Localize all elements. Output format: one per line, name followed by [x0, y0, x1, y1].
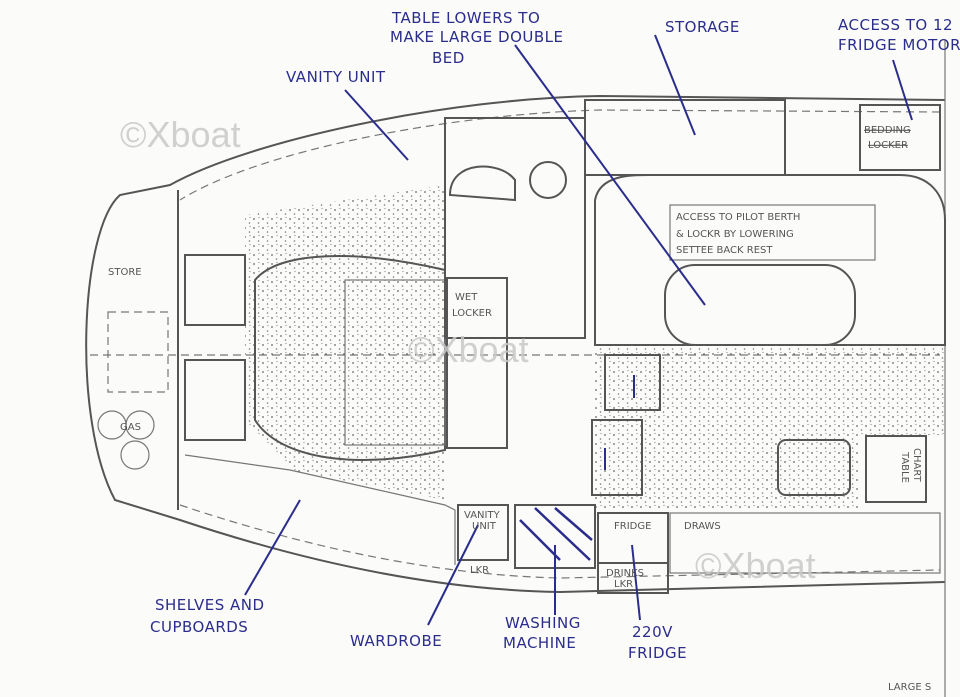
steps-lower — [591, 419, 643, 496]
callout-wardrobe: WARDROBE — [350, 632, 442, 650]
callout-table-line1: TABLE LOWERS TO — [391, 9, 540, 27]
arrow-wardrobe — [427, 524, 479, 626]
vanity-unit-wardrobe — [457, 504, 509, 561]
draws-unit — [669, 512, 941, 574]
saloon-table — [664, 264, 856, 346]
label-wet-line2: LOCKER — [452, 308, 492, 319]
steps-upper — [604, 354, 661, 411]
label-drinks-line2: LKR — [614, 579, 633, 590]
heads-compartment — [444, 117, 586, 339]
store-hatch — [107, 311, 169, 393]
label-pilot-line2: & LOCKR BY LOWERING — [676, 229, 794, 240]
label-lkr: LKR — [470, 565, 489, 576]
washing-machine-hatch — [519, 507, 593, 561]
pilot-berth-note-box — [669, 204, 876, 261]
callout-fridge-motor-line1: ACCESS TO 12 — [838, 16, 953, 34]
chart-table — [865, 435, 927, 503]
saloon-sole-stipple — [520, 345, 945, 510]
toilet-icon — [448, 165, 516, 202]
arrow-vanity — [344, 89, 409, 161]
label-chart-line2: TABLE — [899, 451, 910, 483]
arrow-table — [514, 44, 706, 306]
watermark: ©Xboat — [120, 114, 241, 155]
watermark: ©Xboat — [695, 545, 816, 586]
label-store: STORE — [108, 267, 142, 278]
callout-table-line3: BED — [432, 49, 465, 67]
label-gas: GAS — [120, 422, 141, 433]
arrow-fridge-motor — [892, 59, 913, 121]
label-drinks-line1: DRINKS — [606, 568, 644, 579]
arrow-shelves — [244, 499, 301, 596]
callout-220v-line2: FRIDGE — [628, 644, 687, 662]
label-fridge: FRIDGE — [614, 521, 651, 532]
callout-fridge-motor-line2: FRIDGE MOTOR — [838, 36, 960, 54]
pillow-upper — [184, 254, 246, 326]
label-chart-line1: CHART — [911, 448, 922, 483]
wet-locker — [446, 277, 508, 449]
label-wet-line1: WET — [455, 292, 478, 303]
arrow-220v-fridge — [631, 544, 641, 621]
label-bedding-line2: LOCKER — [868, 140, 908, 151]
callout-vanity-unit: VANITY UNIT — [286, 68, 386, 86]
callout-storage: STORAGE — [665, 18, 740, 36]
navigator-seat — [777, 439, 851, 496]
arrow-storage — [654, 34, 696, 136]
gas-bottle-icon — [125, 410, 155, 440]
saloon-settee — [594, 174, 946, 346]
callout-220v-line1: 220V — [632, 623, 673, 641]
label-pilot-line3: SETTEE BACK REST — [676, 245, 773, 256]
callout-washing-line1: WASHING — [505, 614, 581, 632]
hull-outline — [85, 94, 946, 594]
callout-table-line2: MAKE LARGE DOUBLE — [390, 28, 564, 46]
label-corner-note: LARGE S — [888, 682, 931, 693]
label-draws: DRAWS — [684, 521, 721, 532]
shelves-lower — [184, 454, 456, 565]
mattress-outline — [254, 255, 446, 461]
label-bedding-line1: BEDDING — [864, 125, 911, 136]
gas-bottle-icon — [120, 440, 150, 470]
label-vanity-line1: VANITY — [464, 510, 501, 521]
label-pilot-line1: ACCESS TO PILOT BERTH — [676, 212, 800, 223]
callout-washing-line2: MACHINE — [503, 634, 576, 652]
bedding-locker — [859, 104, 941, 171]
pillow-lower — [184, 359, 246, 441]
label-vanity-line2: UNIT — [472, 521, 497, 532]
hatch-forward — [344, 279, 446, 446]
callout-shelves-line1: SHELVES AND — [155, 596, 265, 614]
watermark: ©Xboat — [408, 329, 529, 370]
hull-inner-line — [179, 109, 941, 579]
callout-shelves-line2: CUPBOARDS — [150, 618, 248, 636]
basin-icon — [529, 161, 567, 199]
storage-locker — [584, 99, 786, 176]
